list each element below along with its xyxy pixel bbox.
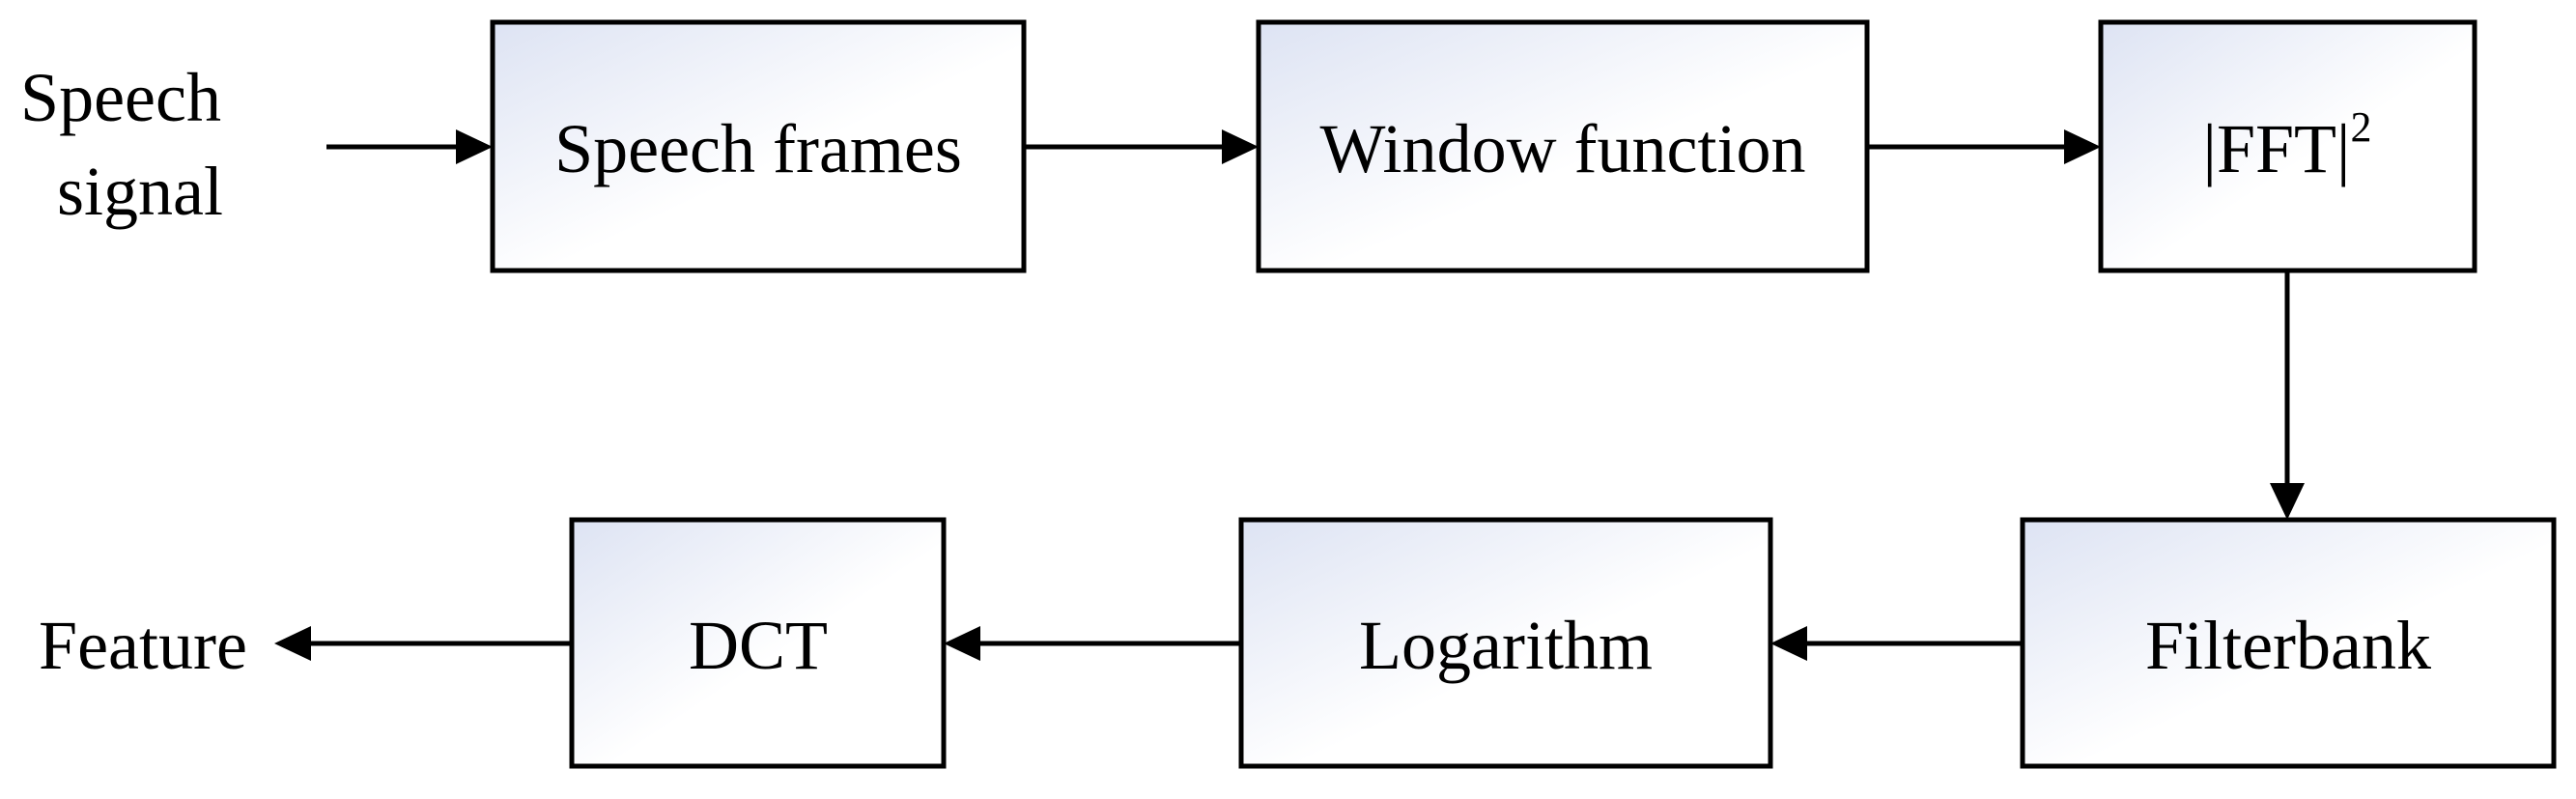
node-window-function-box (1256, 19, 1870, 273)
edge-input-to-speech-frames (326, 129, 493, 164)
node-dct: DCT (569, 517, 947, 769)
node-logarithm: Logarithm (1238, 517, 1773, 769)
node-filterbank-label: Filterbank (2145, 607, 2431, 684)
fft-exponent-text: 2 (2350, 103, 2371, 151)
node-window-function-label: Window function (1319, 110, 1805, 187)
output-label-feature: Feature (39, 607, 247, 684)
edge-dct-to-feature (274, 626, 572, 661)
node-logarithm-label: Logarithm (1359, 607, 1653, 684)
fft-base-text: |FFT| (2203, 110, 2351, 187)
node-logarithm-box (1238, 517, 1773, 769)
edge-fft-to-filterbank (2270, 271, 2305, 520)
input-label-signal: signal (57, 153, 223, 230)
edge-speech-frames-to-window (1024, 129, 1259, 164)
node-speech-frames-label: Speech frames (554, 110, 962, 187)
edge-logarithm-to-dct (944, 626, 1241, 661)
node-fft-power-label: |FFT|2 (2203, 103, 2372, 187)
node-window-function: Window function (1256, 19, 1870, 273)
node-filterbank-box (2020, 517, 2557, 769)
edge-window-to-fft (1867, 129, 2101, 164)
edge-filterbank-to-logarithm (1770, 626, 2023, 661)
input-label-speech: Speech (20, 59, 221, 136)
node-filterbank: Filterbank (2020, 517, 2557, 769)
node-speech-frames: Speech frames (490, 19, 1027, 273)
node-fft-power: |FFT|2 (2098, 19, 2477, 273)
node-dct-label: DCT (689, 607, 828, 684)
node-fft-power-box (2098, 19, 2477, 273)
node-speech-frames-box (490, 19, 1027, 273)
